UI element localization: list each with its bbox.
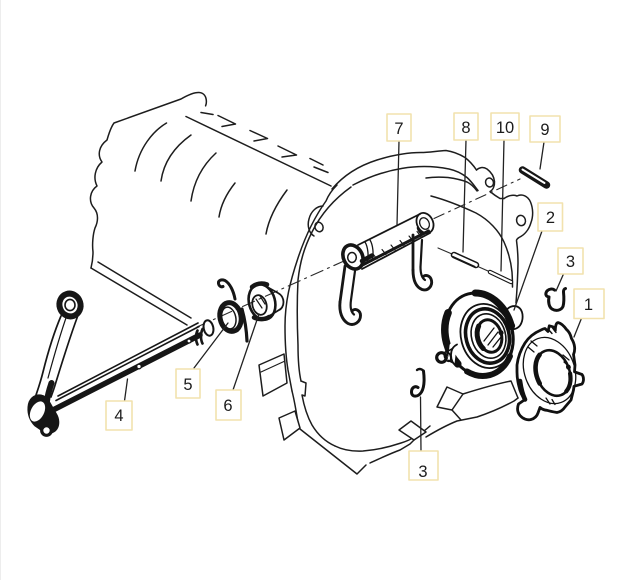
svg-text:9: 9 bbox=[540, 121, 549, 139]
svg-text:1: 1 bbox=[584, 296, 593, 314]
svg-text:5: 5 bbox=[183, 376, 192, 394]
svg-text:2: 2 bbox=[546, 209, 555, 227]
svg-text:7: 7 bbox=[394, 120, 403, 138]
svg-text:3: 3 bbox=[418, 463, 427, 481]
svg-text:8: 8 bbox=[461, 119, 470, 137]
svg-text:4: 4 bbox=[114, 407, 123, 425]
svg-text:6: 6 bbox=[223, 397, 232, 415]
svg-text:10: 10 bbox=[496, 119, 514, 137]
svg-text:3: 3 bbox=[566, 253, 575, 271]
